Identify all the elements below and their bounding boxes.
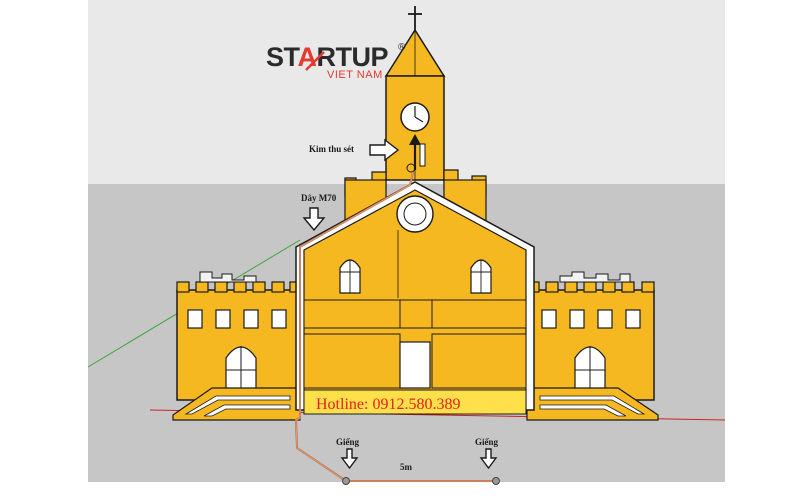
main-facade bbox=[295, 181, 535, 415]
logo-brand-left: ST bbox=[266, 42, 301, 72]
right-merlon-3 bbox=[564, 281, 578, 293]
right-base-stripe-2 bbox=[539, 404, 627, 417]
logo-swoosh bbox=[305, 51, 325, 71]
lightning-system bbox=[294, 134, 500, 485]
right-window-3 bbox=[597, 309, 613, 329]
right-merlon-2 bbox=[545, 281, 559, 293]
facade-band-1-right bbox=[431, 299, 527, 329]
lightning-rod-tip bbox=[409, 134, 421, 145]
logo-subtitle: VIET NAM bbox=[327, 69, 383, 81]
white-margin-bottom bbox=[0, 482, 800, 500]
startup-logo: STARTUP ® VIET NAM bbox=[266, 42, 406, 81]
left-merlon-1 bbox=[176, 281, 190, 293]
left-base-stripe-1 bbox=[184, 395, 291, 415]
hotline-text: Hotline: 0912.580.389 bbox=[316, 396, 460, 413]
well-right-arrow bbox=[479, 448, 498, 470]
left-merlon-2 bbox=[195, 281, 209, 293]
well-left-label: Giếng bbox=[336, 437, 360, 447]
lightning-rod-base bbox=[406, 163, 416, 173]
logo-brand-right: RTUP bbox=[317, 42, 389, 72]
right-wing bbox=[526, 271, 659, 421]
facade-band-2-right bbox=[431, 333, 527, 389]
facade-band-1-left bbox=[303, 299, 401, 329]
right-window-2 bbox=[569, 309, 585, 329]
logo-registered: ® bbox=[398, 42, 406, 53]
well-left-marker bbox=[342, 477, 350, 485]
clock-hand-minute bbox=[414, 116, 424, 123]
lightning-rod-label: Kim thu sét bbox=[309, 144, 354, 154]
left-window-1 bbox=[187, 309, 203, 329]
right-merlon-6 bbox=[621, 281, 635, 293]
left-window-4 bbox=[271, 309, 287, 329]
right-merlon-4 bbox=[583, 281, 597, 293]
right-window-4 bbox=[625, 309, 641, 329]
main-door bbox=[399, 341, 431, 389]
left-window-3 bbox=[243, 309, 259, 329]
wire-pointer-arrow bbox=[302, 207, 326, 232]
left-window-2 bbox=[215, 309, 231, 329]
facade-band-1-center bbox=[399, 299, 433, 329]
facade-band-2-left bbox=[303, 333, 401, 389]
down-conductor-wire-inner bbox=[295, 171, 496, 482]
well-left-arrow bbox=[340, 448, 359, 470]
well-right-marker bbox=[492, 477, 500, 485]
left-merlon-4 bbox=[233, 281, 247, 293]
right-window-1 bbox=[541, 309, 557, 329]
right-back-battlement bbox=[559, 271, 631, 283]
distance-label: 5m bbox=[400, 462, 413, 472]
left-merlon-6 bbox=[271, 281, 285, 293]
lightning-rod-holder bbox=[419, 143, 426, 167]
left-base-stripe-2 bbox=[203, 404, 291, 417]
left-merlon-5 bbox=[252, 281, 266, 293]
wire-label: Dây M70 bbox=[301, 193, 337, 203]
well-right-label: Giếng bbox=[475, 437, 499, 447]
logo-brand: STARTUP bbox=[266, 42, 388, 72]
right-merlon-7 bbox=[641, 281, 655, 293]
hotline-banner-bg bbox=[303, 389, 527, 415]
left-back-battlement bbox=[199, 271, 257, 283]
left-wing bbox=[172, 271, 303, 421]
rod-pointer-arrow bbox=[369, 138, 400, 162]
right-base-stripe-1 bbox=[539, 395, 646, 415]
right-merlon-5 bbox=[602, 281, 616, 293]
left-merlon-3 bbox=[214, 281, 228, 293]
rose-window-inner bbox=[403, 202, 427, 226]
